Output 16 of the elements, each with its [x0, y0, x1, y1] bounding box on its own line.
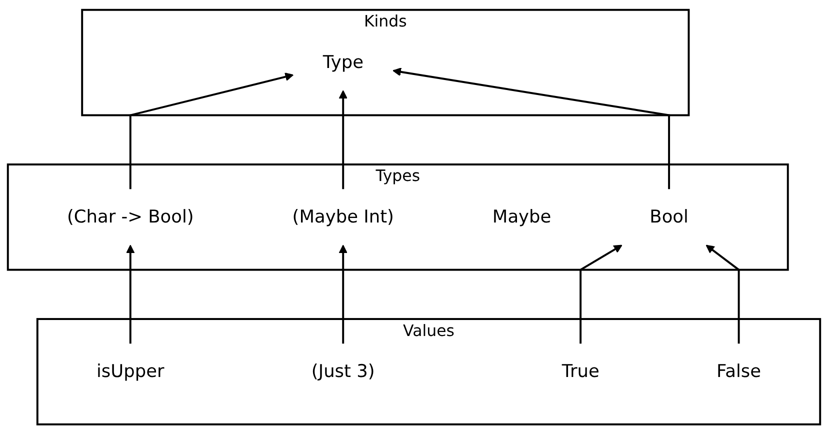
node-text: isUpper — [96, 361, 164, 382]
node-text: (Maybe Int) — [292, 206, 394, 228]
node-text: (Just 3) — [311, 361, 375, 382]
node-text: True — [562, 361, 600, 382]
arrow — [580, 244, 622, 344]
node-text: False — [716, 361, 762, 382]
arrow — [706, 244, 740, 344]
node-text: Type — [322, 52, 364, 73]
arrow — [129, 72, 294, 189]
arrow — [392, 67, 670, 189]
node-text: Bool — [650, 206, 688, 228]
arrow — [338, 90, 348, 189]
arrow — [338, 244, 348, 344]
arrow — [126, 244, 135, 344]
node-text: Maybe — [492, 206, 552, 228]
node-text: (Char -> Bool) — [66, 206, 194, 228]
